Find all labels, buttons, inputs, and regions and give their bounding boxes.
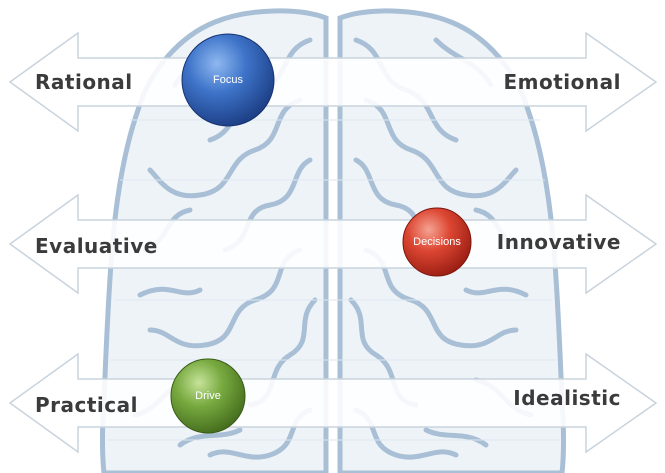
label-practical: Practical: [35, 393, 138, 417]
label-evaluative: Evaluative: [35, 234, 158, 258]
double-arrow-row-1: [8, 31, 658, 133]
focus-label: Focus: [213, 74, 243, 86]
label-idealistic: Idealistic: [513, 386, 621, 410]
drive-marker: Drive: [170, 358, 246, 434]
focus-marker: Focus: [181, 33, 275, 127]
label-innovative: Innovative: [496, 230, 621, 254]
decisions-marker: Decisions: [402, 207, 472, 277]
label-emotional: Emotional: [503, 70, 621, 94]
decisions-label: Decisions: [413, 236, 461, 248]
focus-ball: [181, 33, 275, 127]
scale-arrows: [8, 31, 658, 454]
double-arrow-row-2: [8, 193, 658, 295]
drive-ball: [170, 358, 246, 434]
drive-label: Drive: [195, 390, 221, 402]
double-arrow-row-3: [8, 352, 658, 454]
label-rational: Rational: [35, 70, 133, 94]
decisions-ball: [402, 207, 472, 277]
